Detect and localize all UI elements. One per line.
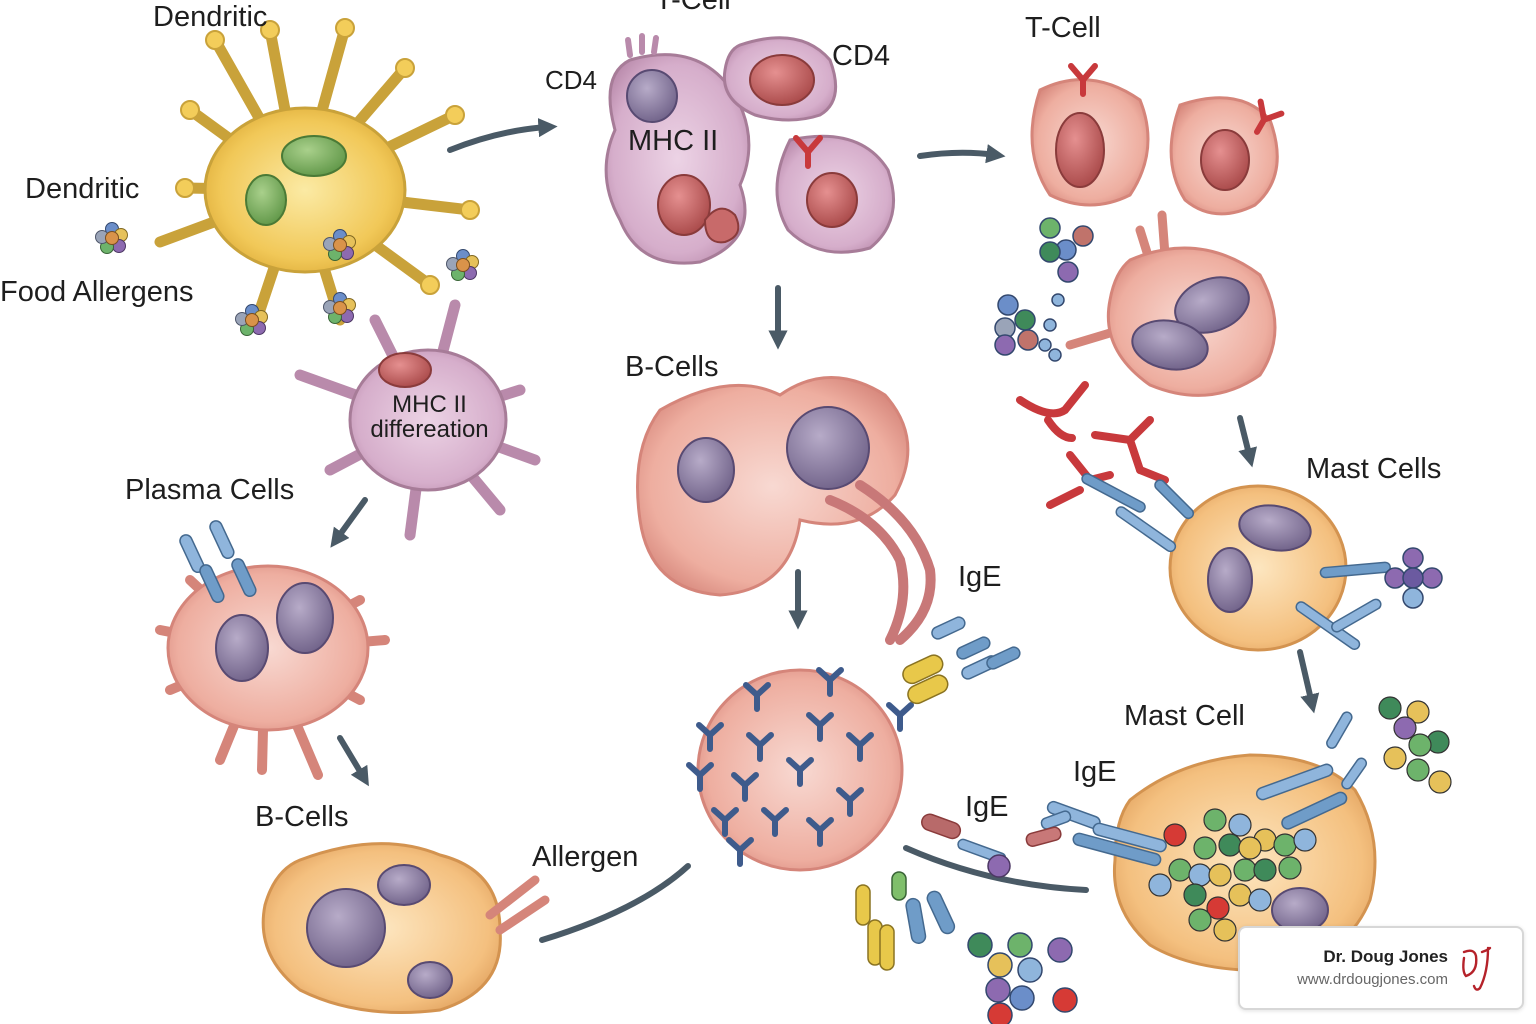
b-cells-middle (636, 376, 936, 645)
label-mast-cell: Mast Cell (1124, 700, 1245, 732)
differentiation-cell (294, 299, 541, 541)
label-plasma-cells: Plasma Cells (125, 474, 295, 506)
watermark-badge: Dr. Doug Jones www.drdougjones.com (1238, 926, 1524, 1010)
label-food-allergens: Food Allergens (0, 276, 194, 308)
nucleus (1207, 547, 1253, 613)
nucleus (1055, 112, 1105, 188)
label-tcell-right: T-Cell (1025, 12, 1101, 44)
nucleus (306, 888, 386, 968)
nucleus (215, 614, 269, 682)
nucleus (1200, 129, 1250, 191)
label-mhc-ii-line: MHC II (392, 391, 467, 418)
label-b-cells-middle: B-Cells (625, 351, 719, 383)
nucleus (1238, 504, 1312, 552)
plasma-cell (155, 520, 390, 780)
mast-cells (1081, 473, 1443, 652)
arc-allergen (539, 863, 691, 943)
label-dendritic-top: Dendritic (153, 1, 268, 33)
arrow-tcell-to-tcell-right (917, 144, 1006, 164)
nucleus (657, 174, 711, 236)
arc-ige (903, 845, 1089, 893)
nucleus (806, 172, 858, 228)
label-tcell-top-middle: T-Cell (655, 0, 731, 16)
nucleus (786, 406, 870, 490)
arrow-mast-to-mastcell (1297, 649, 1320, 714)
label-cd4-left: CD4 (545, 65, 598, 95)
label-ige-mid: IgE (1073, 756, 1117, 788)
arrow-plasma-to-bcells (337, 735, 369, 787)
arrow-tcell-to-mast (1237, 415, 1257, 468)
nucleus (1131, 319, 1209, 371)
label-mast-cells: Mast Cells (1306, 453, 1442, 485)
nucleus (281, 135, 347, 177)
watermark-name: Dr. Doug Jones (1323, 947, 1448, 966)
label-dendritic-left: Dendritic (25, 173, 140, 205)
watermark-url: www.drdougjones.com (1297, 971, 1448, 988)
b-cell-bottom (261, 842, 550, 1014)
arrow-dendritic-to-plasma (330, 497, 368, 548)
label-ige-top: IgE (958, 561, 1002, 593)
label-differentiation-line: differeation (370, 416, 489, 444)
arrows (330, 118, 1320, 943)
nucleus (245, 174, 287, 226)
nucleus (407, 961, 453, 999)
arrow-dendritic-to-tcell (447, 118, 558, 153)
ige-producing-cell (689, 616, 1078, 1024)
label-ige-low: IgE (965, 791, 1009, 823)
nucleus (677, 437, 735, 503)
nucleus (626, 69, 678, 123)
mast-cell-degranulating (921, 696, 1452, 973)
label-cd4-right: CD4 (832, 40, 891, 72)
label-mhc-ii-dendritic: MHC II differeation (362, 392, 497, 442)
label-b-cells-bottom: B-Cells (255, 801, 349, 833)
label-mhc-ii-tcell: MHC II (628, 125, 719, 157)
label-allergen: Allergen (532, 841, 639, 873)
nucleus (1174, 276, 1250, 334)
signature-logo-icon (1462, 946, 1492, 991)
dendritic-cell (154, 18, 480, 326)
t-cells-right (1030, 66, 1281, 216)
nucleus (749, 54, 815, 106)
t-cell-group (604, 33, 896, 265)
nucleus (378, 352, 432, 388)
nucleus (377, 864, 431, 906)
activated-cell-right (994, 210, 1277, 397)
nucleus (276, 582, 334, 654)
